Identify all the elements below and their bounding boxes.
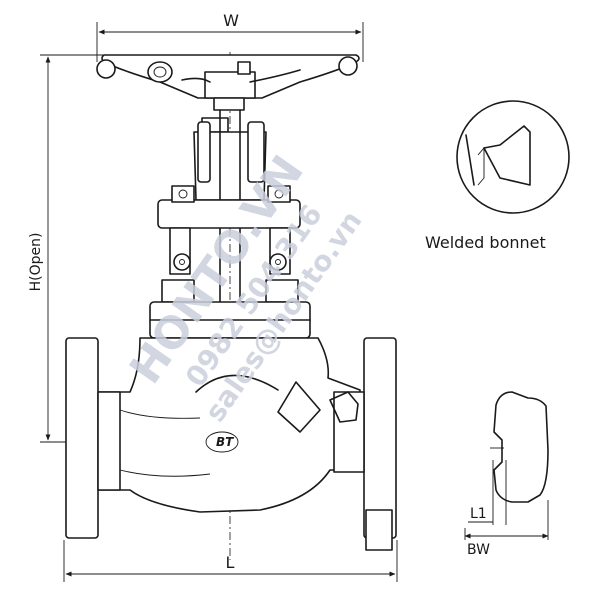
- left-flange: [65, 337, 121, 539]
- dimension-h-label: H(Open): [28, 233, 44, 292]
- right-flange: [329, 337, 397, 551]
- bw-label: BW: [467, 542, 490, 558]
- dimension-l-label: L: [226, 553, 235, 572]
- butt-weld-detail: L1 BW: [464, 391, 549, 558]
- dimension-w-label: W: [223, 11, 239, 30]
- yoke-and-stem: [193, 109, 267, 331]
- upper-gland-bolts: [157, 185, 301, 275]
- l1-label: L1: [470, 506, 487, 522]
- body-marking: BT: [216, 435, 234, 449]
- dimension-l: L: [63, 540, 398, 582]
- bonnet-nuts: [149, 279, 311, 339]
- welded-bonnet-detail: Welded bonnet: [425, 100, 570, 252]
- valve-body: BT: [97, 337, 361, 513]
- dimension-w: W: [96, 11, 364, 62]
- handwheel: [96, 54, 360, 111]
- welded-bonnet-label: Welded bonnet: [425, 233, 546, 252]
